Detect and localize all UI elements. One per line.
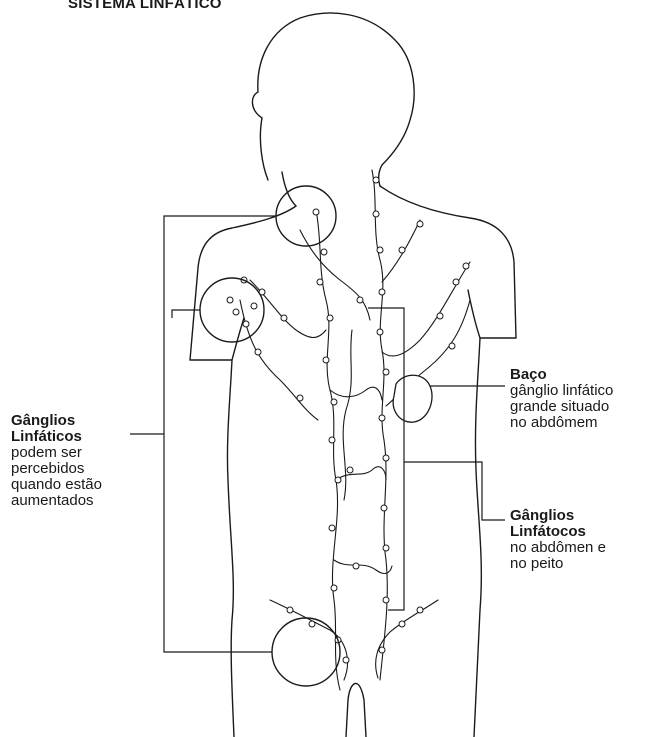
ganglios-left-desc-3: quando estão — [11, 477, 102, 493]
baco-desc-2: grande situado — [510, 399, 613, 415]
lymph-network — [240, 170, 470, 690]
baco-desc-3: no abdômem — [510, 415, 613, 431]
baco-desc-1: gânglio linfático — [510, 383, 613, 399]
crotch — [346, 683, 366, 737]
neck-node-circle — [276, 186, 336, 246]
torso-right — [474, 338, 481, 737]
ganglios-left-line1: Gânglios — [11, 413, 102, 429]
head-outline — [252, 13, 414, 186]
ganglios-abdomen-label: Gânglios Linfátocos no abdômen e no peit… — [510, 508, 606, 572]
ganglios-left-desc-1: podem ser — [11, 445, 102, 461]
axilla-node-circle — [200, 278, 264, 342]
baco-heading: Baço — [510, 367, 613, 383]
ganglios-abdomen-line1: Gânglios — [510, 508, 606, 524]
ganglios-linfaticos-label: Gânglios Linfáticos podem ser percebidos… — [11, 413, 102, 509]
spleen — [393, 375, 432, 422]
ganglios-abdomen-desc-1: no abdômen e — [510, 540, 606, 556]
ganglios-abdomen-line2: Linfátocos — [510, 524, 606, 540]
lymph-nodes — [227, 177, 469, 663]
ganglios-left-line2: Linfáticos — [11, 429, 102, 445]
ganglios-abdomen-desc-2: no peito — [510, 556, 606, 572]
ganglios-left-desc-2: percebidos — [11, 461, 102, 477]
ganglios-left-desc-4: aumentados — [11, 493, 102, 509]
baco-label: Baço gânglio linfático grande situado no… — [510, 367, 613, 431]
groin-node-circle — [272, 618, 340, 686]
torso-left — [227, 360, 234, 737]
right-shoulder — [380, 186, 516, 338]
